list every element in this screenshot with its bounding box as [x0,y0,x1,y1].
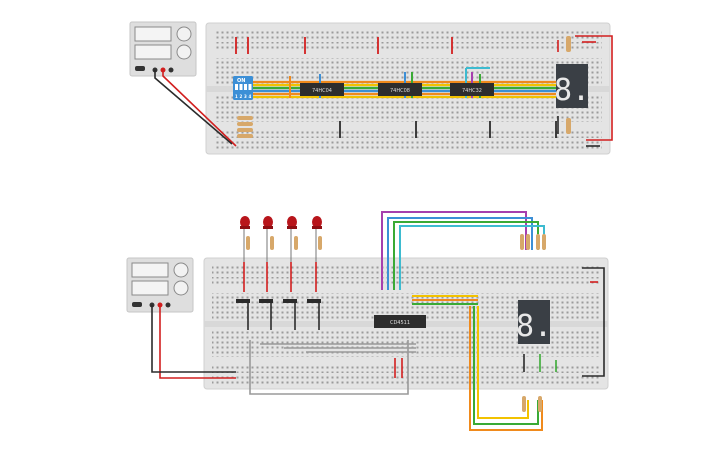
segment-resistors-bottom [520,234,546,412]
chip-cd4511-label: CD4511 [390,320,410,326]
dip-switch-number-2: 2 [240,94,243,99]
chip-74hc08[interactable]: 74HC08 [378,83,422,96]
chip-74hc04[interactable]: 74HC04 [300,83,344,96]
led-2 [263,216,273,262]
rail-jumpers-top [235,37,557,138]
dip-switch-number-3: 3 [244,94,247,99]
segment-wires-bottom [381,211,545,431]
chip-74hc08-label: 74HC08 [390,88,410,94]
led-jumpers [236,262,321,330]
wire-red-supply-bottom[interactable] [159,305,236,379]
seven-segment-glyph-bottom: 8. [516,309,552,344]
seven-segment-display-bottom: 8. [516,300,552,344]
dip-switch-label: ON [237,78,245,84]
seven-segment-display-top: 8. [554,64,590,108]
seven-segment-glyph-top: 8. [554,73,590,108]
power-supply-bottom[interactable] [126,257,194,313]
chip-cd4511[interactable]: CD4511 [374,315,426,328]
wire-black-supply-bottom[interactable] [151,305,236,373]
top-circuit: ON 1 2 3 4 74HC04 74HC08 74HC [129,21,613,155]
right-wiring-bottom [394,267,605,378]
dip-switch[interactable]: ON 1 2 3 4 [233,76,253,100]
chip-74hc32-label: 74HC32 [462,88,482,94]
dip-switch-number-4: 4 [249,94,252,99]
chip-74hc04-label: 74HC04 [312,88,332,94]
dip-switch-number-1: 1 [235,94,238,99]
wire-red-supply-top[interactable] [162,70,237,147]
led-resistors [246,236,322,250]
bottom-circuit: CD4511 8. [126,211,609,431]
power-supply-top[interactable] [129,21,197,77]
wire-black-supply-top[interactable] [154,70,233,145]
right-wiring-top [557,35,613,147]
resistors-dip [237,116,253,138]
led-4 [312,216,322,262]
chip-74hc32[interactable]: 74HC32 [450,83,494,96]
led-3 [287,216,297,262]
led-1 [240,216,250,262]
gray-wires [249,340,416,395]
